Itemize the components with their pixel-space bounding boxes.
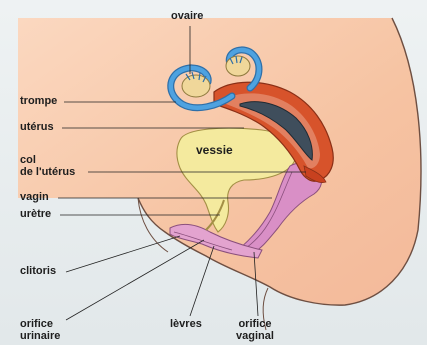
label-uterus: utérus: [20, 121, 54, 133]
label-vessie: vessie: [196, 144, 233, 156]
ovary-right: [226, 56, 250, 76]
label-clitoris: clitoris: [20, 265, 56, 277]
label-trompe-text: trompe: [20, 95, 57, 107]
label-vagin: vagin: [20, 191, 49, 203]
label-col-line1: col: [20, 154, 75, 166]
label-col-uterus: col de l'utérus: [20, 154, 75, 178]
label-col-line2: de l'utérus: [20, 166, 75, 178]
label-orifice-vaginal: orifice vaginal: [236, 318, 274, 342]
label-trompe: trompe: [20, 95, 57, 107]
label-uretre-text: urètre: [20, 208, 51, 220]
label-vessie-text: vessie: [196, 144, 233, 156]
label-ovaire: ovaire: [171, 10, 203, 22]
label-vagin-text: vagin: [20, 191, 49, 203]
label-levres-text: lèvres: [170, 318, 202, 330]
label-orifice-urinaire: orifice urinaire: [20, 318, 60, 342]
label-orifice-urinaire-line1: orifice: [20, 318, 60, 330]
label-clitoris-text: clitoris: [20, 265, 56, 277]
label-orifice-vaginal-line1: orifice: [236, 318, 274, 330]
label-ovaire-text: ovaire: [171, 10, 203, 22]
label-uterus-text: utérus: [20, 121, 54, 133]
ovary-left: [182, 75, 210, 97]
label-levres: lèvres: [170, 318, 202, 330]
label-orifice-vaginal-line2: vaginal: [236, 330, 274, 342]
label-uretre: urètre: [20, 208, 51, 220]
label-orifice-urinaire-line2: urinaire: [20, 330, 60, 342]
